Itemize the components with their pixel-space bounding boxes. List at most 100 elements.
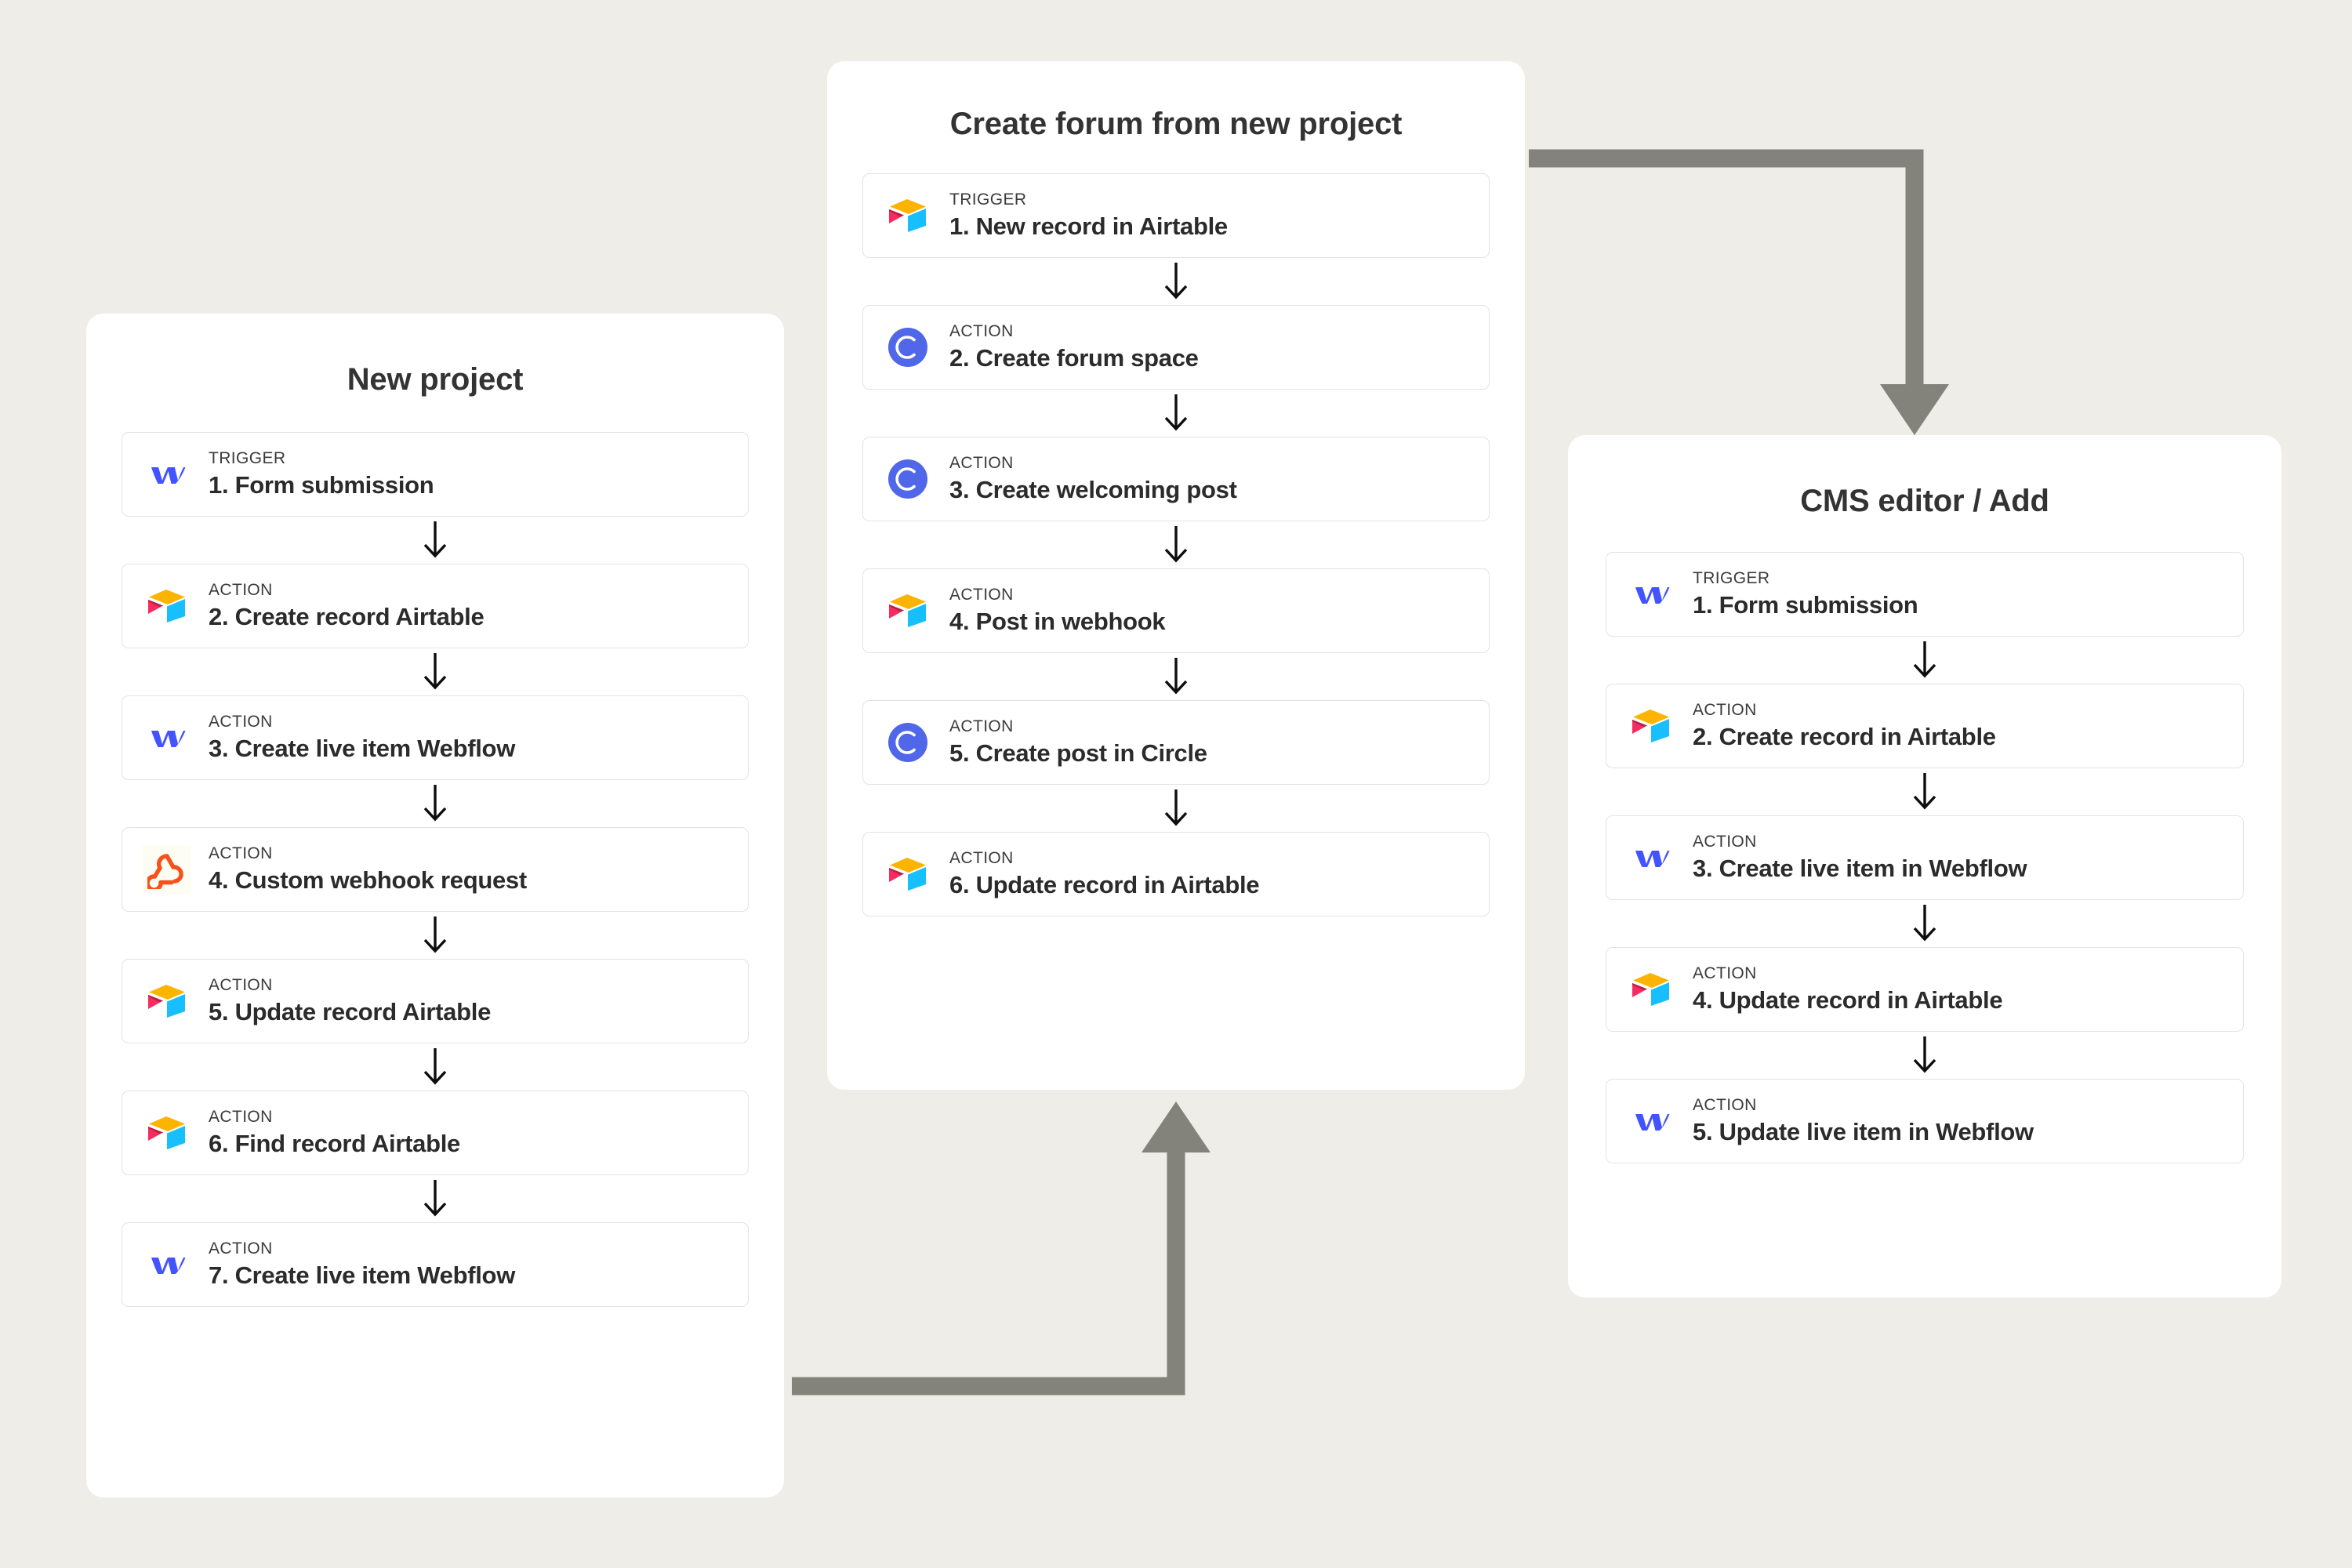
step-card[interactable]: ACTION 3. Create welcoming post: [862, 437, 1490, 521]
step-label: 3. Create welcoming post: [949, 476, 1237, 504]
webflow-icon: [143, 1240, 191, 1289]
circle-icon: [884, 323, 932, 372]
step-card[interactable]: ACTION 5. Update live item in Webflow: [1606, 1079, 2244, 1163]
step-kind: ACTION: [1693, 1096, 1757, 1115]
step-label: 4. Update record in Airtable: [1693, 986, 2003, 1014]
step-text: ACTION 4. Post in webhook: [949, 585, 1166, 637]
circle-icon: [884, 718, 932, 767]
step-card[interactable]: ACTION 3. Create live item Webflow: [122, 695, 749, 780]
step-text: ACTION 5. Update record Airtable: [209, 975, 491, 1027]
panel-title: New project: [347, 362, 524, 397]
airtable-icon: [884, 850, 932, 898]
step-label: 5. Update live item in Webflow: [1693, 1118, 2034, 1146]
step-label: 3. Create live item Webflow: [209, 735, 516, 763]
step-kind: ACTION: [1693, 701, 1757, 720]
step-card[interactable]: ACTION 2. Create record in Airtable: [1606, 684, 2244, 768]
step-kind: TRIGGER: [1693, 569, 1770, 588]
step-kind: ACTION: [209, 1240, 273, 1258]
step-kind: ACTION: [949, 322, 1014, 341]
step-label: 2. Create record Airtable: [209, 603, 485, 631]
step-kind: ACTION: [209, 713, 273, 731]
step-kind: ACTION: [209, 1108, 273, 1127]
step-card[interactable]: ACTION 3. Create live item in Webflow: [1606, 815, 2244, 900]
step-flow-arrow-icon: [122, 1044, 749, 1091]
panel-title: Create forum from new project: [949, 107, 1403, 141]
webflow-icon: [143, 713, 191, 762]
step-card[interactable]: TRIGGER 1. Form submission: [122, 432, 749, 517]
step-text: ACTION 3. Create live item in Webflow: [1693, 832, 2027, 884]
connector-forum-to-cms: [1529, 149, 1968, 439]
airtable-icon: [143, 977, 191, 1025]
step-flow-arrow-icon: [862, 390, 1490, 437]
step-kind: ACTION: [949, 454, 1014, 473]
step-list: TRIGGER 1. New record in Airtable ACT: [862, 173, 1490, 916]
step-flow-arrow-icon: [122, 517, 749, 564]
step-flow-arrow-icon: [122, 912, 749, 959]
step-card[interactable]: ACTION 6. Update record in Airtable: [862, 832, 1490, 916]
panel-new-project: New project TRIGGER 1. Form submission: [86, 314, 784, 1497]
step-label: 3. Create live item in Webflow: [1693, 855, 2027, 883]
airtable-icon: [143, 582, 191, 630]
step-label: 5. Create post in Circle: [949, 739, 1207, 768]
step-card[interactable]: ACTION 7. Create live item Webflow: [122, 1222, 749, 1307]
step-label: 1. New record in Airtable: [949, 212, 1228, 241]
step-kind: TRIGGER: [209, 449, 286, 468]
step-text: TRIGGER 1. New record in Airtable: [949, 190, 1228, 241]
step-text: ACTION 4. Update record in Airtable: [1693, 964, 2003, 1015]
webflow-icon: [1627, 833, 1675, 882]
airtable-icon: [884, 586, 932, 635]
webhook-icon: [143, 845, 191, 894]
step-flow-arrow-icon: [122, 648, 749, 695]
panel-cms-editor-add: CMS editor / Add TRIGGER 1. Form submiss…: [1568, 435, 2281, 1298]
step-flow-arrow-icon: [862, 653, 1490, 700]
step-label: 1. Form submission: [1693, 591, 1918, 619]
step-list: TRIGGER 1. Form submission: [122, 432, 749, 1307]
step-card[interactable]: ACTION 2. Create record Airtable: [122, 564, 749, 648]
step-kind: ACTION: [209, 844, 273, 863]
step-text: ACTION 4. Custom webhook request: [209, 844, 527, 895]
airtable-icon: [1627, 702, 1675, 750]
step-text: ACTION 3. Create live item Webflow: [209, 712, 515, 764]
step-kind: TRIGGER: [949, 191, 1027, 209]
webflow-icon: [1627, 1097, 1675, 1145]
step-kind: ACTION: [209, 976, 273, 995]
step-label: 4. Post in webhook: [949, 608, 1166, 636]
step-card[interactable]: TRIGGER 1. New record in Airtable: [862, 173, 1490, 258]
step-flow-arrow-icon: [1606, 1032, 2244, 1079]
step-card[interactable]: ACTION 4. Custom webhook request: [122, 827, 749, 912]
step-kind: ACTION: [949, 849, 1014, 868]
step-label: 7. Create live item Webflow: [209, 1261, 516, 1290]
step-label: 2. Create record in Airtable: [1693, 723, 1996, 751]
step-flow-arrow-icon: [1606, 768, 2244, 815]
step-text: ACTION 3. Create welcoming post: [949, 453, 1237, 505]
step-text: ACTION 6. Find record Airtable: [209, 1107, 460, 1159]
step-flow-arrow-icon: [1606, 637, 2244, 684]
step-card[interactable]: ACTION 4. Post in webhook: [862, 568, 1490, 653]
step-text: ACTION 2. Create record Airtable: [209, 580, 485, 632]
step-card[interactable]: TRIGGER 1. Form submission: [1606, 552, 2244, 637]
step-kind: ACTION: [1693, 833, 1757, 851]
airtable-icon: [884, 191, 932, 240]
panel-create-forum: Create forum from new project TRIGGER 1.…: [827, 61, 1525, 1090]
step-text: ACTION 2. Create forum space: [949, 321, 1199, 373]
step-card[interactable]: ACTION 6. Find record Airtable: [122, 1091, 749, 1175]
connector-newproject-to-forum: [792, 1098, 1231, 1396]
panel-title: CMS editor / Add: [1800, 484, 2049, 518]
step-card[interactable]: ACTION 5. Update record Airtable: [122, 959, 749, 1044]
step-card[interactable]: ACTION 4. Update record in Airtable: [1606, 947, 2244, 1032]
step-flow-arrow-icon: [862, 521, 1490, 568]
step-flow-arrow-icon: [122, 780, 749, 827]
airtable-icon: [143, 1109, 191, 1157]
step-label: 4. Custom webhook request: [209, 866, 527, 895]
step-card[interactable]: ACTION 2. Create forum space: [862, 305, 1490, 390]
step-text: ACTION 5. Update live item in Webflow: [1693, 1095, 2034, 1147]
step-label: 2. Create forum space: [949, 344, 1199, 372]
webflow-icon: [1627, 570, 1675, 619]
step-list: TRIGGER 1. Form submission: [1606, 552, 2244, 1163]
step-label: 6. Find record Airtable: [209, 1130, 460, 1158]
step-text: TRIGGER 1. Form submission: [209, 448, 434, 500]
circle-icon: [884, 455, 932, 503]
step-card[interactable]: ACTION 5. Create post in Circle: [862, 700, 1490, 785]
step-label: 1. Form submission: [209, 471, 434, 499]
webflow-icon: [143, 450, 191, 499]
